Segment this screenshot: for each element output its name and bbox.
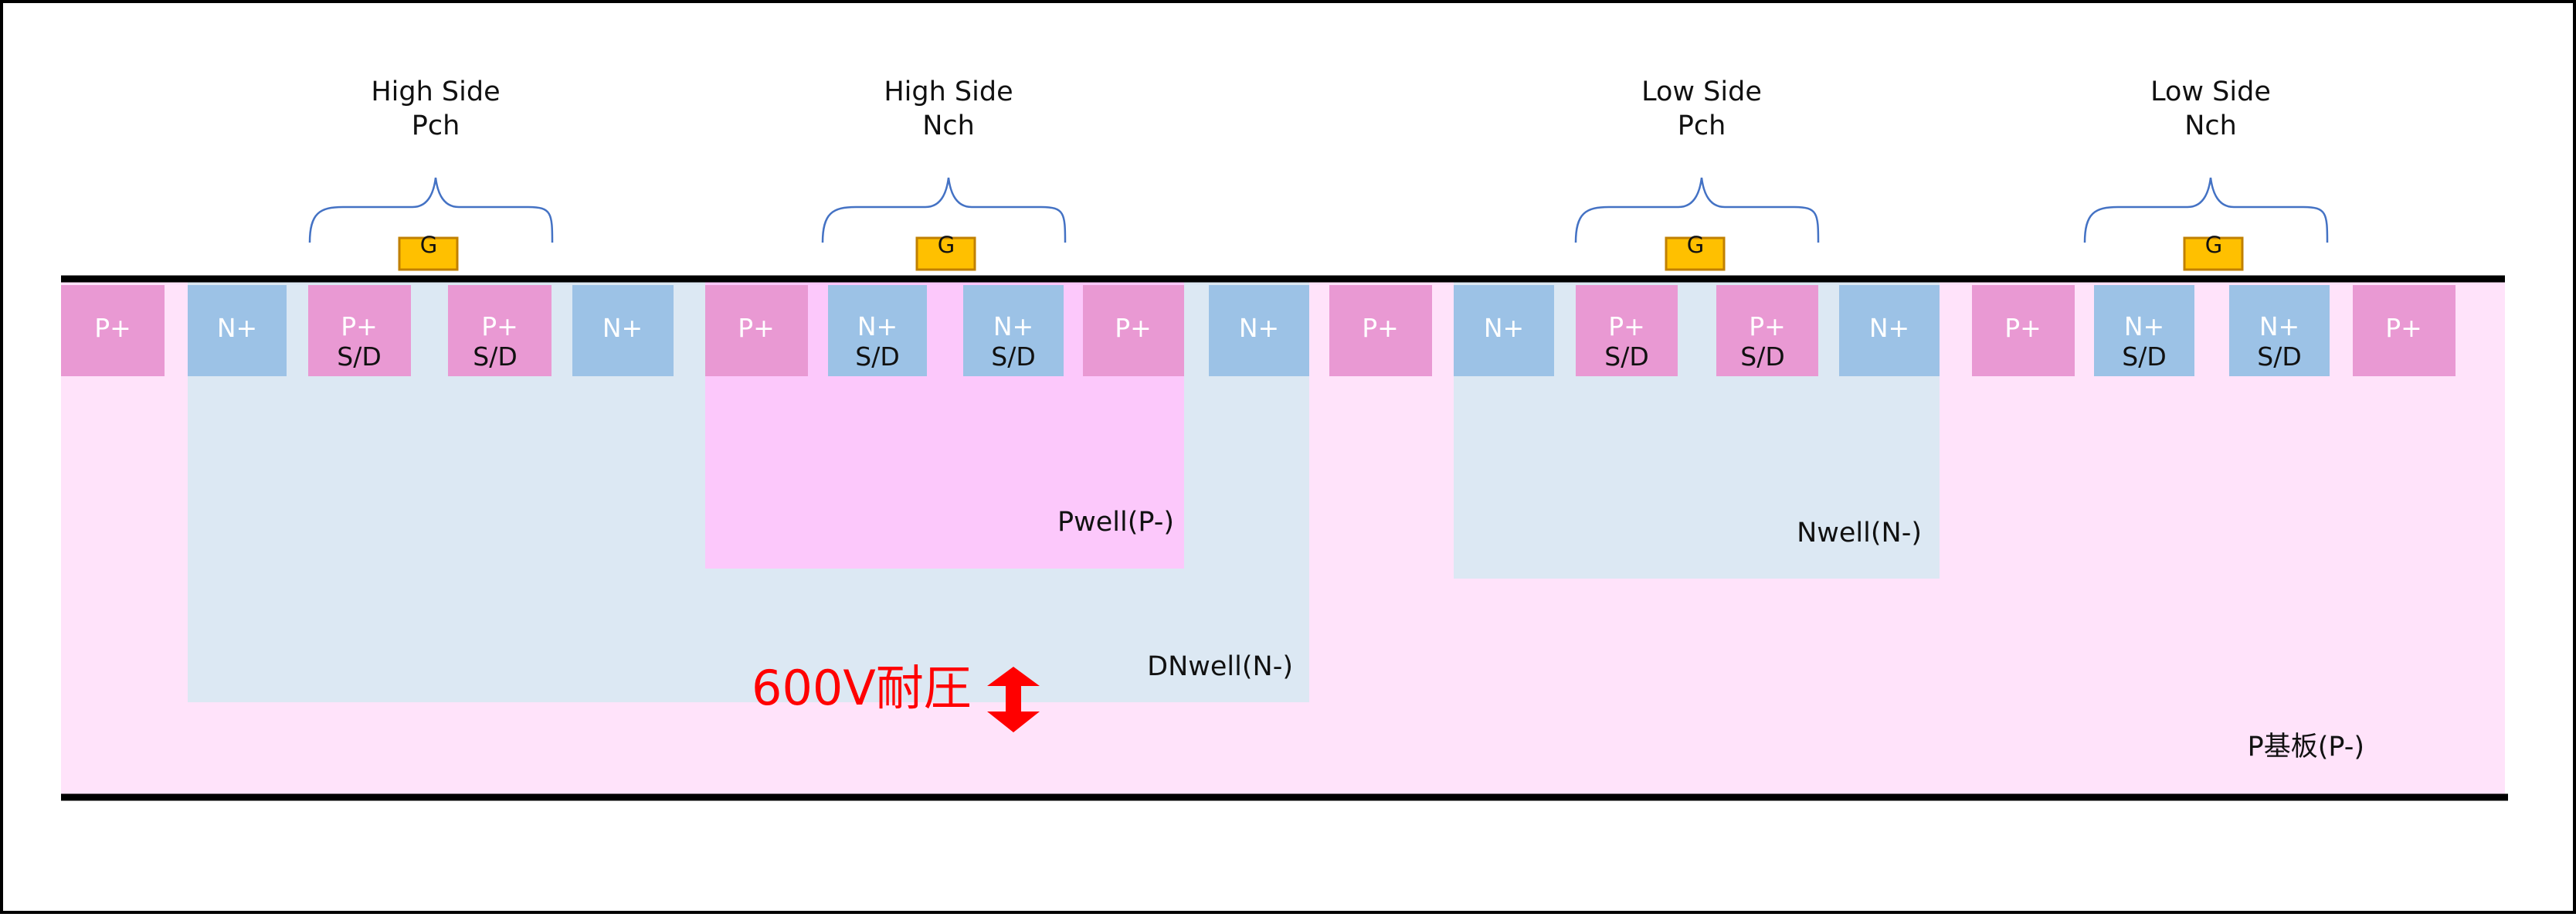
region-label: P+ xyxy=(2385,313,2422,343)
region-label: N+ xyxy=(602,313,643,343)
brace xyxy=(821,177,1067,243)
sd-label: S/D xyxy=(2257,341,2301,372)
gate-label: G xyxy=(2205,232,2222,258)
region-label: P+ xyxy=(1749,311,1786,341)
region-label: P+ xyxy=(94,313,131,343)
region-17 xyxy=(2229,285,2330,376)
group-label-line2: Nch xyxy=(922,110,975,141)
group-label-line2: Nch xyxy=(2184,110,2237,141)
region-16 xyxy=(2094,285,2194,376)
cross-section-diagram: P+ N+ P+ P+ N+ P+ N+ N+ P+ N+ P+ N+ P+ P… xyxy=(61,76,2508,801)
region-label: P+ xyxy=(1608,311,1645,341)
brace xyxy=(2083,177,2329,243)
region-label: N+ xyxy=(2124,311,2164,341)
group-label-line2: Pch xyxy=(412,110,460,141)
region-label: N+ xyxy=(217,313,257,343)
group-label-line1: High Side xyxy=(884,76,1013,107)
region-2 xyxy=(308,285,411,376)
voltage-label: 600V耐圧 xyxy=(752,660,972,716)
brace xyxy=(308,177,554,243)
gate xyxy=(398,236,459,271)
gate-label: G xyxy=(420,232,437,258)
region-18 xyxy=(2353,285,2456,376)
gate xyxy=(1665,236,1726,271)
group-label-line2: Pch xyxy=(1678,110,1726,141)
region-label: P+ xyxy=(738,313,775,343)
group-label-line1: High Side xyxy=(371,76,500,107)
region-label: N+ xyxy=(1239,313,1279,343)
group-label-line1: Low Side xyxy=(1641,76,1762,107)
sd-label: S/D xyxy=(855,341,899,372)
region-9 xyxy=(1209,285,1309,376)
region-label: P+ xyxy=(481,311,518,341)
region-15 xyxy=(1972,285,2075,376)
gate xyxy=(915,236,976,271)
sd-label: S/D xyxy=(473,341,517,372)
gate xyxy=(2183,236,2244,271)
region-label: P+ xyxy=(1115,313,1152,343)
sd-label: S/D xyxy=(337,341,381,372)
sd-label: S/D xyxy=(1604,341,1648,372)
region-14 xyxy=(1839,285,1940,376)
nwell-label: Nwell(N-) xyxy=(1797,518,1922,549)
region-label: P+ xyxy=(341,311,378,341)
region-8 xyxy=(1083,285,1184,376)
brace xyxy=(1574,177,1820,243)
sd-label: S/D xyxy=(991,341,1035,372)
braces xyxy=(308,177,2329,243)
gate-label: G xyxy=(1687,232,1704,258)
region-label: N+ xyxy=(1484,313,1524,343)
region-6 xyxy=(828,285,927,376)
region-1 xyxy=(188,285,287,376)
region-10 xyxy=(1329,285,1432,376)
region-label: N+ xyxy=(2259,311,2299,341)
region-4 xyxy=(572,285,674,376)
region-11 xyxy=(1454,285,1554,376)
region-label: P+ xyxy=(2004,313,2041,343)
region-label: N+ xyxy=(993,311,1033,341)
region-7 xyxy=(963,285,1064,376)
region-12 xyxy=(1576,285,1678,376)
region-label: P+ xyxy=(1362,313,1399,343)
double-arrow-icon xyxy=(987,667,1040,732)
region-3 xyxy=(448,285,552,376)
region-label: N+ xyxy=(1869,313,1909,343)
pwell-label: Pwell(P-) xyxy=(1057,507,1174,538)
sd-label: S/D xyxy=(1740,341,1784,372)
substrate-label: P基板(P-) xyxy=(2248,732,2364,762)
dnwell-label: DNwell(N-) xyxy=(1147,651,1293,682)
region-label: N+ xyxy=(857,311,898,341)
diffusion-regions xyxy=(61,285,2456,376)
gates xyxy=(398,236,2244,271)
region-5 xyxy=(705,285,808,376)
gate-label: G xyxy=(938,232,955,258)
group-label-line1: Low Side xyxy=(2150,76,2271,107)
region-0 xyxy=(61,285,165,376)
sd-label: S/D xyxy=(2122,341,2166,372)
region-13 xyxy=(1716,285,1818,376)
